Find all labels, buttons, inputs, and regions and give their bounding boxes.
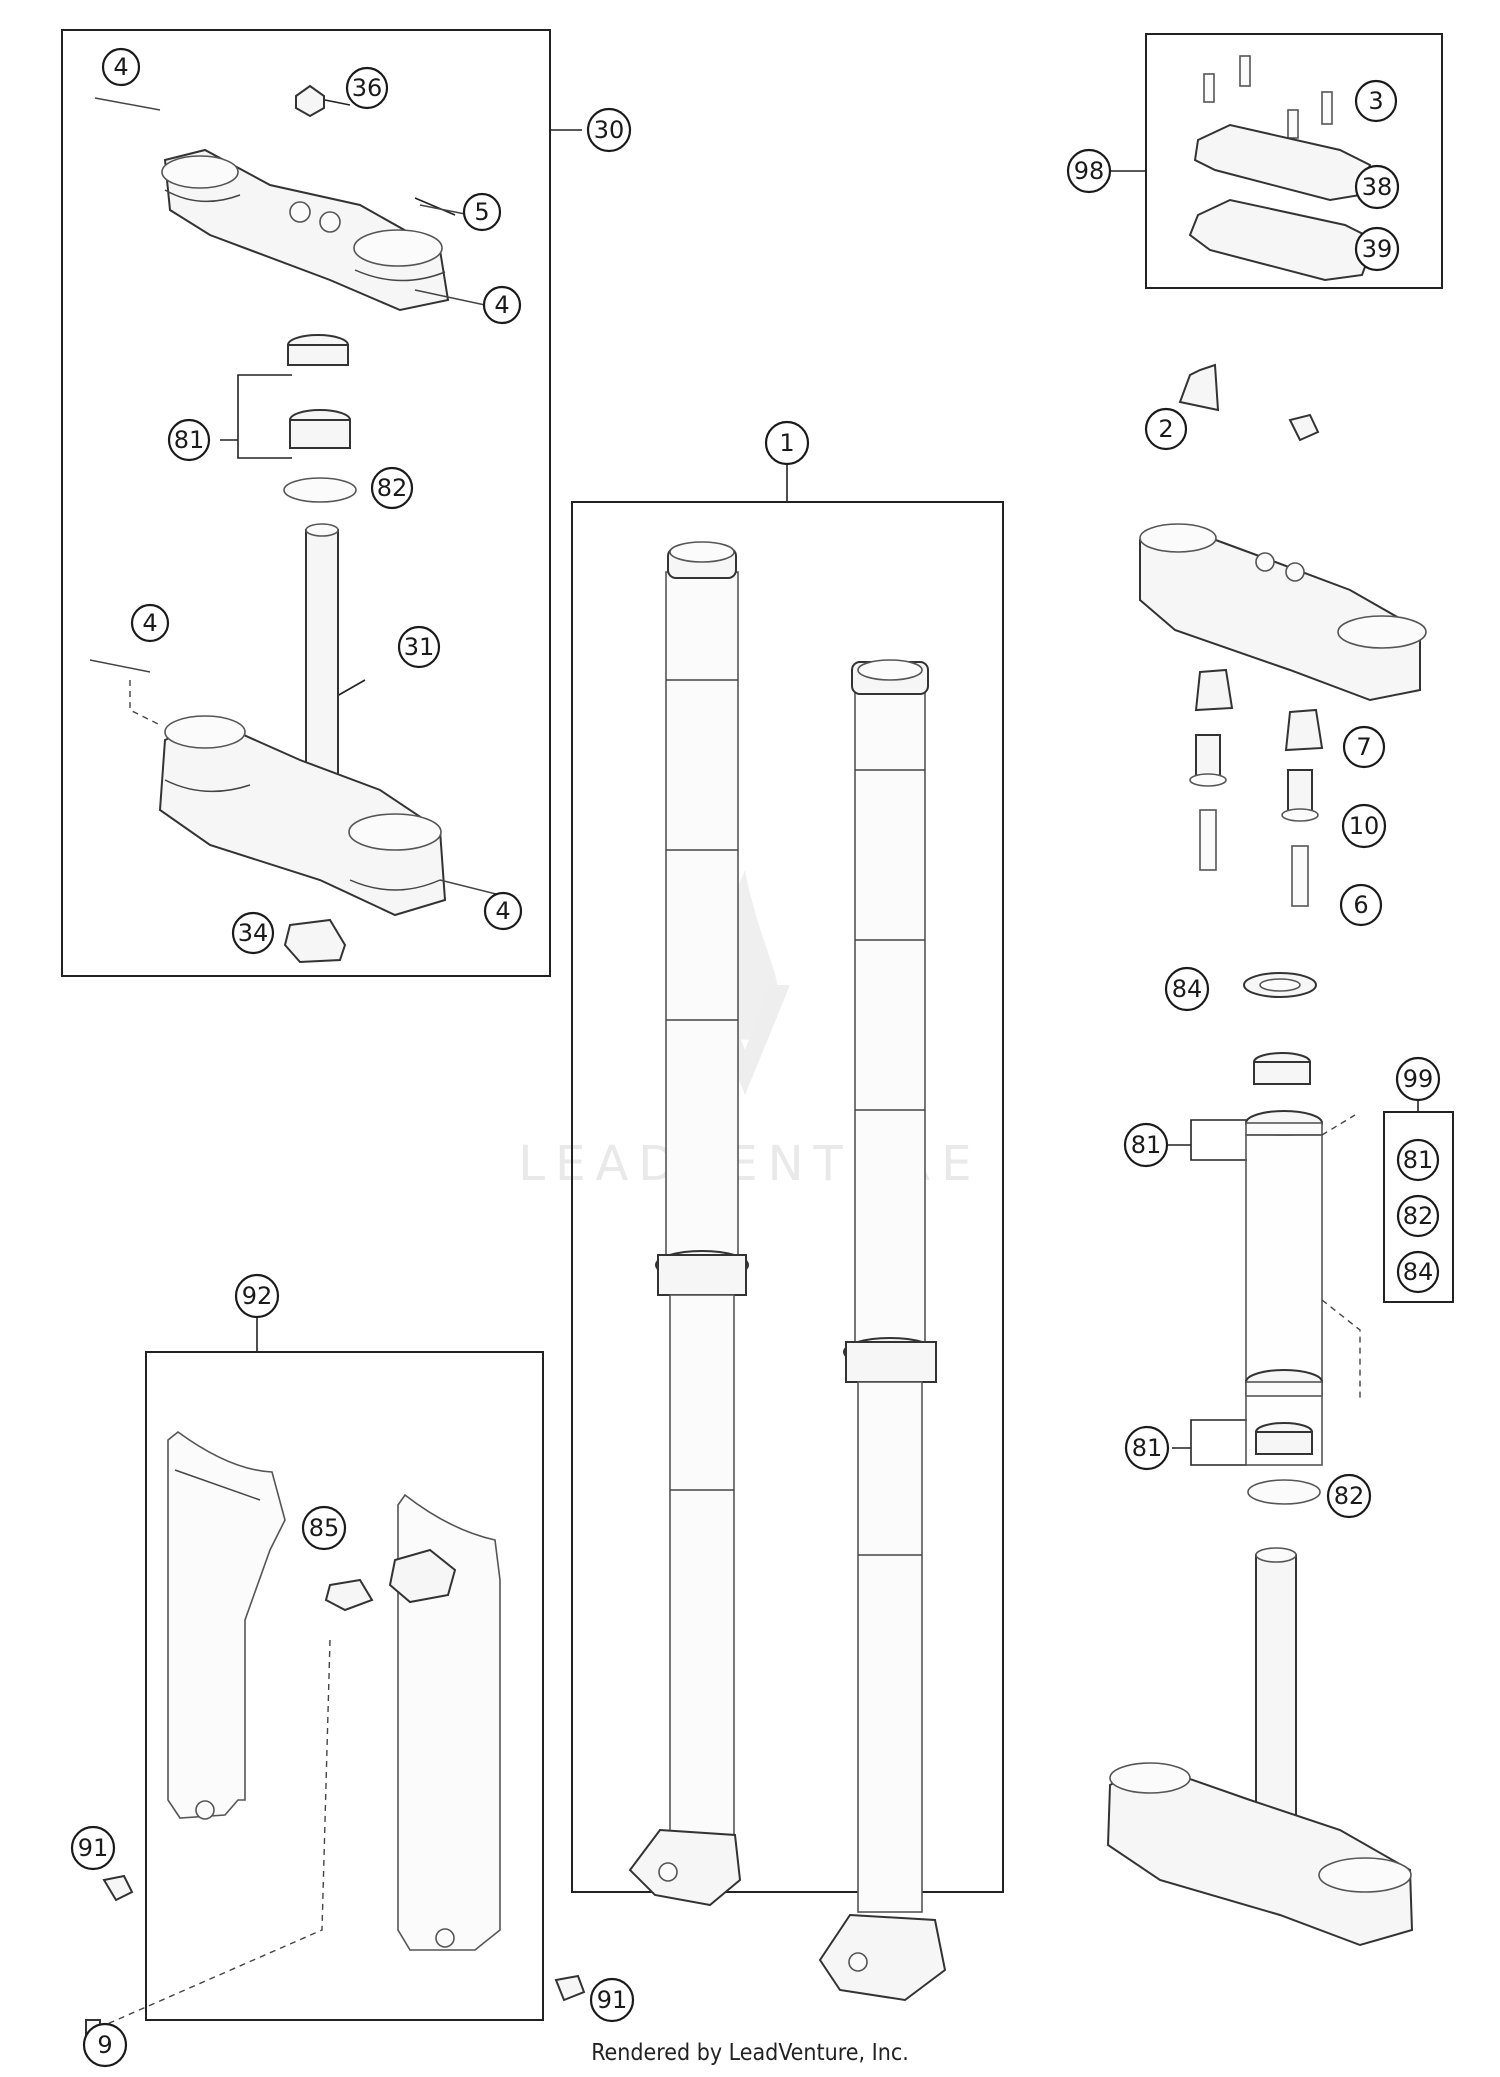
callout: 7 [1342,725,1386,769]
callout: 30 [586,107,632,153]
callout: 91 [70,1825,116,1871]
fork-leg-left [628,541,749,1907]
callout: 82 [1326,1473,1372,1519]
svg-text:4: 4 [113,53,128,81]
lower-triple-clamp-with-stem [89,523,501,964]
top-triple-clamp-assembly-box [61,29,551,977]
svg-text:36: 36 [352,74,383,102]
callout: 99 [1395,1056,1441,1102]
svg-text:81: 81 [174,426,205,454]
callout: 82 [370,466,414,510]
lower-triple-clamp-right [1106,1547,1414,1947]
callout: 34 [231,911,275,955]
svg-text:84: 84 [1403,1258,1434,1286]
svg-text:1: 1 [779,429,794,457]
fork-protector-box [145,1351,544,2021]
svg-text:82: 82 [1334,1482,1365,1510]
callout: 4 [130,603,170,643]
callout: 4 [482,285,522,325]
callout: 84 [1396,1250,1440,1294]
handlebar-clamp-kit [1188,55,1377,282]
svg-text:6: 6 [1353,891,1368,919]
svg-text:34: 34 [238,919,269,947]
svg-text:91: 91 [78,1834,109,1862]
svg-text:82: 82 [377,474,408,502]
callout: 31 [397,625,441,669]
callout: 4 [101,47,141,87]
callout: 84 [1164,966,1210,1012]
svg-text:2: 2 [1158,415,1173,443]
svg-text:81: 81 [1132,1434,1163,1462]
svg-text:5: 5 [474,198,489,226]
callout: 36 [345,66,389,110]
fork-leg-right [818,659,947,2002]
callout: 81 [1123,1122,1169,1168]
svg-text:84: 84 [1172,975,1203,1003]
svg-text:98: 98 [1074,157,1105,185]
svg-text:81: 81 [1131,1131,1162,1159]
upper-triple-clamp [94,84,486,312]
callout [1350,1378,1352,1380]
svg-text:39: 39 [1362,235,1393,263]
callout: 2 [1144,407,1188,451]
upper-triple-clamp-right [1139,363,1427,702]
callout: 1 [764,420,810,466]
callout: 85 [301,1505,347,1551]
callout: 3 [1354,79,1398,123]
svg-text:91: 91 [597,1986,628,2014]
svg-text:82: 82 [1403,1202,1434,1230]
callout: 39 [1354,226,1400,272]
callouts: 4 36 30 5 4 81 82 4 31 4 34 1 98 3 38 39… [70,47,1441,2068]
svg-text:9: 9 [97,2031,112,2059]
callout: 9 [82,2022,128,2068]
callout: 98 [1066,148,1112,194]
callout: 4 [483,891,523,931]
callout: 81 [167,418,211,462]
rendered-by-credit: Rendered by LeadVenture, Inc. [591,2040,909,2066]
svg-text:92: 92 [242,1282,273,1310]
svg-text:31: 31 [404,633,435,661]
svg-text:85: 85 [309,1514,340,1542]
callout: 82 [1396,1194,1440,1238]
svg-text:4: 4 [494,291,509,319]
callout: 5 [462,192,502,232]
fork-protectors [104,1430,501,2026]
svg-text:38: 38 [1362,173,1393,201]
steering-bearing-upper [283,334,357,503]
screws-bottom [85,1874,586,2039]
callout: 91 [589,1977,635,2023]
callout: 10 [1341,803,1387,849]
svg-text:4: 4 [495,897,510,925]
svg-text:99: 99 [1403,1065,1434,1093]
svg-text:10: 10 [1349,812,1380,840]
fork-assembly-box [571,501,1004,1893]
handlebar-clamp-kit-box [1145,33,1443,289]
callout: 81 [1124,1425,1170,1471]
clamp-bolts-and-bushings [1189,668,1324,907]
steering-seal-and-bearings [1243,972,1361,1505]
svg-text:81: 81 [1403,1146,1434,1174]
callout: 81 [1396,1138,1440,1182]
svg-text:3: 3 [1368,87,1383,115]
svg-text:7: 7 [1356,733,1371,761]
svg-text:30: 30 [594,116,625,144]
callout: 92 [234,1273,280,1319]
callout: 6 [1339,883,1383,927]
callout: 38 [1354,164,1400,210]
svg-text:4: 4 [142,609,157,637]
